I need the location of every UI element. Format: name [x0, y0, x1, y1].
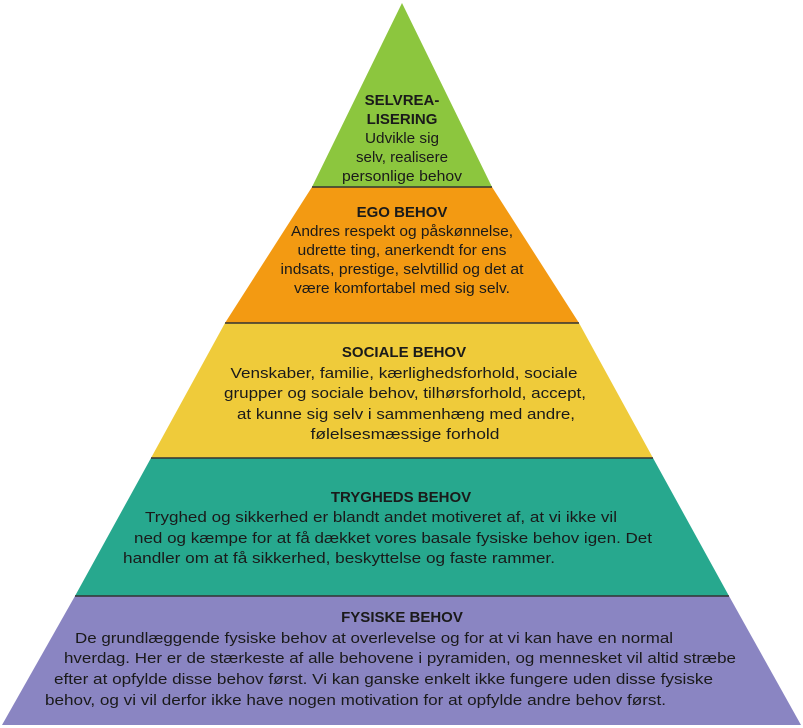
- level-description: være komfortabel med sig selv.: [294, 280, 510, 297]
- level-title: TRYGHEDS BEHOV: [331, 489, 471, 506]
- level-description: Udvikle sig: [365, 130, 439, 147]
- level-title: EGO BEHOV: [357, 204, 448, 221]
- level-description: behov, og vi vil derfor ikke have nogen …: [45, 692, 666, 709]
- level-title: FYSISKE BEHOV: [341, 609, 463, 626]
- level-description: at kunne sig selv i sammenhæng med andre…: [237, 406, 575, 423]
- level-description: ned og kæmpe for at få dækket vores basa…: [134, 530, 653, 547]
- level-ego: [225, 187, 579, 323]
- level-self-actualization: [312, 3, 492, 187]
- level-physical: [2, 596, 801, 725]
- level-description: følelsesmæssige forhold: [311, 426, 500, 443]
- level-description: Tryghed og sikkerhed er blandt andet mot…: [145, 509, 617, 526]
- level-title: SOCIALE BEHOV: [342, 344, 466, 361]
- level-description: indsats, prestige, selvtillid og det at: [281, 261, 525, 278]
- level-description: personlige behov: [342, 168, 463, 185]
- level-description: hverdag. Her er de stærkeste af alle beh…: [64, 650, 736, 667]
- level-safety: [75, 458, 729, 596]
- level-title: SELVREA-: [365, 92, 440, 109]
- level-description: De grundlæggende fysiske behov at overle…: [75, 630, 673, 647]
- level-title: LISERING: [367, 111, 438, 128]
- level-description: selv, realisere: [356, 149, 448, 166]
- level-description: efter at opfylde disse behov først. Vi k…: [54, 671, 713, 688]
- level-description: grupper og sociale behov, tilhørsforhold…: [224, 385, 586, 402]
- level-social: [151, 323, 653, 458]
- level-description: udrette ting, anerkendt for ens: [298, 242, 507, 259]
- level-description: Venskaber, familie, kærlighedsforhold, s…: [231, 365, 578, 382]
- level-description: Andres respekt og påskønnelse,: [291, 223, 513, 240]
- level-description: handler om at få sikkerhed, beskyttelse …: [123, 550, 555, 567]
